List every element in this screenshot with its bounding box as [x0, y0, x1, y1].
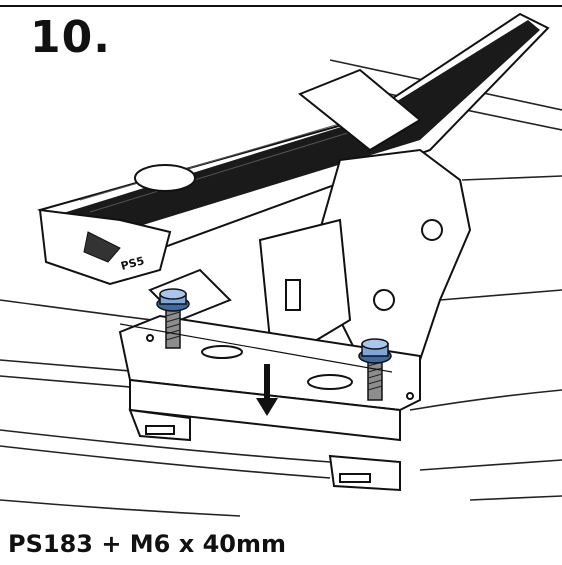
parts-caption: PS183 + M6 x 40mm [8, 530, 286, 558]
part-marking: PS5 [119, 254, 145, 273]
down-arrow-icon [256, 364, 278, 416]
step-number: 10. [30, 12, 111, 63]
bolt-right [358, 338, 392, 401]
rail-clips [128, 408, 401, 492]
alignment-line [119, 323, 393, 373]
cross-bar [37, 12, 550, 286]
bolt-left [156, 288, 190, 349]
clamp-housing [148, 148, 472, 382]
